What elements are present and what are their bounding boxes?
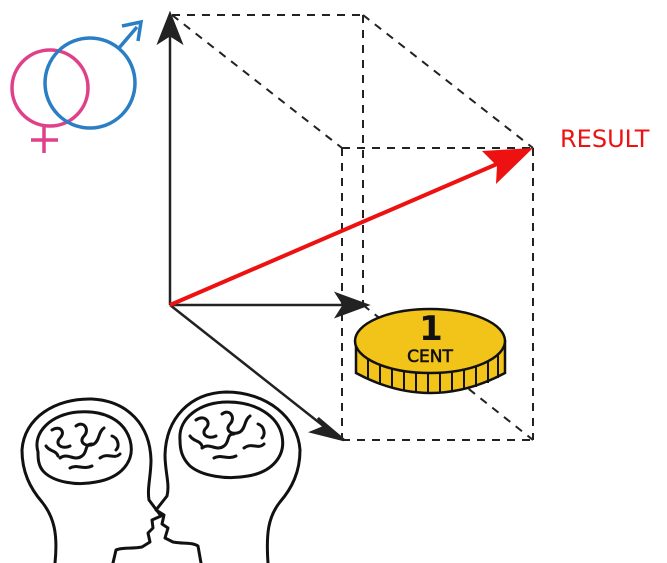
coin-unit: CENT (407, 347, 453, 367)
result-vector (169, 148, 533, 307)
result-label: RESULT (560, 125, 650, 153)
axes (156, 10, 371, 442)
male-female-symbol-icon (10, 19, 144, 153)
coin-value: 1 (419, 309, 443, 349)
z-axis-arrow (169, 304, 327, 429)
coin-icon: 1 CENT (353, 307, 507, 395)
two-heads-brain-icon (20, 390, 302, 563)
